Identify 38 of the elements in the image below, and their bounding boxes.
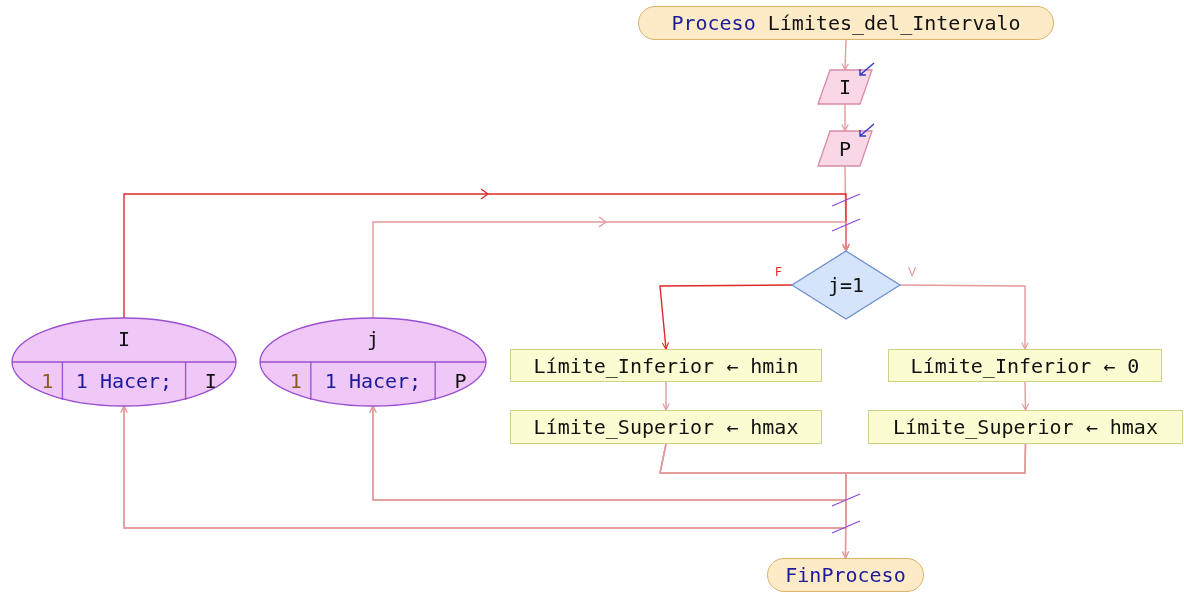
end-value: P <box>453 370 468 392</box>
decision-diamond <box>792 251 900 319</box>
start-value: 1 <box>288 370 303 392</box>
flow-arrow <box>123 193 850 319</box>
assignment-box <box>510 410 822 444</box>
flow-arrow <box>841 103 849 132</box>
edge-label: F <box>774 266 783 278</box>
flow-arrow <box>841 39 849 71</box>
start-value: 1 <box>40 370 55 392</box>
assignment-text: Límite_Inferior ← 0 <box>910 355 1140 376</box>
step-text: 1 Hacer; <box>74 370 174 392</box>
terminal-box <box>638 6 1054 40</box>
flow-arrow <box>659 284 793 350</box>
assignment-text: Límite_Superior ← hmax <box>893 417 1158 437</box>
keyword-text: FinProceso <box>785 565 906 585</box>
loop-ellipse <box>12 318 236 406</box>
variable-text: P <box>837 138 852 159</box>
flow-arrow <box>372 221 850 319</box>
assignment-text: Límite_Superior ← hmax <box>533 417 799 437</box>
keyword-text: Proceso <box>671 13 756 33</box>
loop-variable: I <box>116 328 131 350</box>
end-value: I <box>203 370 218 392</box>
loop-ellipse <box>260 318 486 406</box>
flow-arrow <box>662 381 670 411</box>
condition-text: j=1 <box>826 275 866 295</box>
assignment-box <box>868 410 1183 444</box>
flow-arrow <box>1021 381 1030 411</box>
terminal-box <box>767 558 924 592</box>
flow-arrow <box>120 405 1027 529</box>
edge-label: V <box>907 266 918 278</box>
process-name: Límites_del_Intervalo <box>767 13 1021 33</box>
step-text: 1 Hacer; <box>323 370 423 392</box>
assignment-box <box>888 349 1162 382</box>
loop-variable: j <box>365 328 380 350</box>
flow-arrow <box>899 284 1029 350</box>
variable-text: I <box>837 77 852 97</box>
assignment-text: Límite_Inferior ← hmin <box>533 355 799 376</box>
assignment-box <box>510 349 822 382</box>
